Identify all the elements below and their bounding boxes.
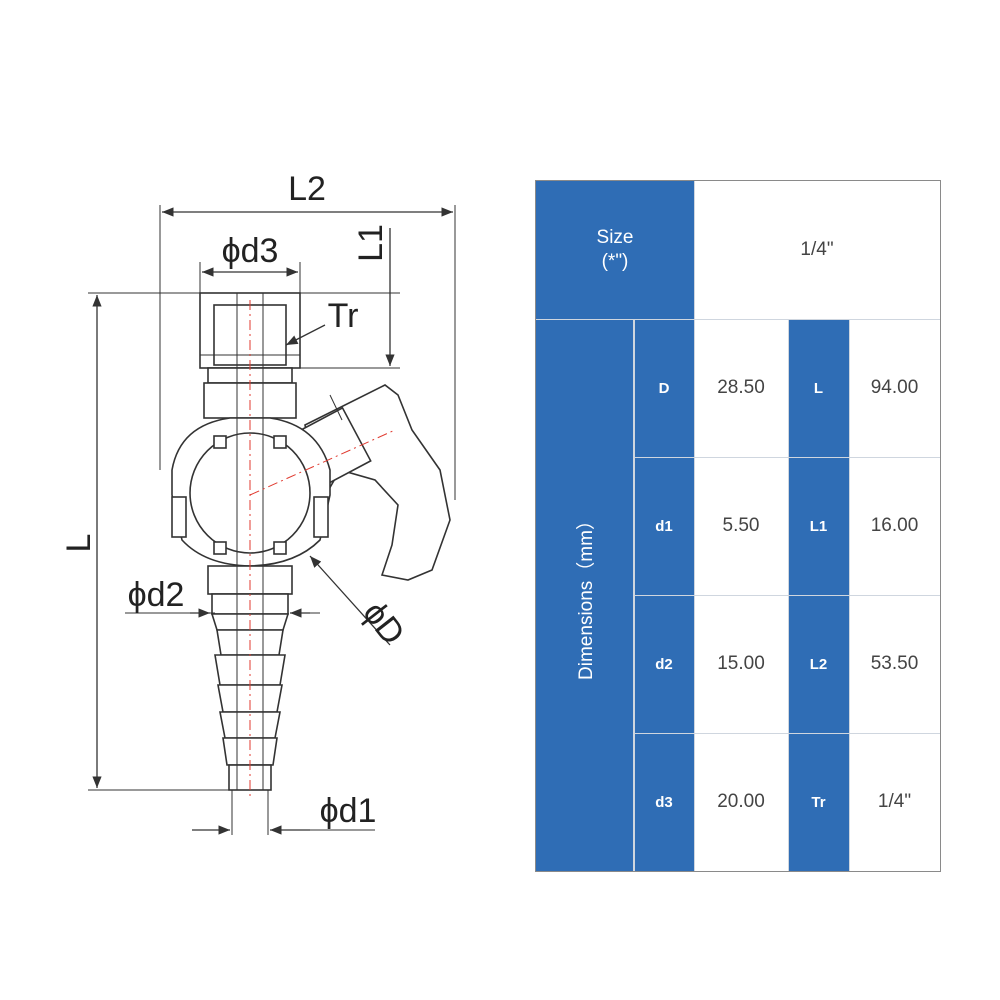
valve-body [171,292,451,791]
label-d1: ϕd1 [320,792,377,830]
row-2-key-2: L1 [788,457,849,595]
row-3-key-1: d2 [634,595,694,733]
center-axis [249,300,396,800]
row-4-value-1: 20.00 [694,733,788,871]
size-unit-label: (*") [601,251,629,272]
dimension-d2: ϕd2 [125,576,320,618]
label-d2: ϕd2 [128,576,185,614]
label-l: L [60,534,98,553]
label-d3: ϕd3 [222,232,279,270]
row-2-value-1: 5.50 [694,457,788,595]
label-d: ϕD [355,594,412,652]
dimension-tr: Tr [285,297,359,346]
label-l1: L1 [352,224,390,262]
size-label: Size [596,227,634,248]
table-divider [634,595,940,596]
row-4-key-2: Tr [788,733,849,871]
row-2-key-1: d1 [634,457,694,595]
label-tr: Tr [328,297,359,335]
dimension-l: L [60,292,232,791]
dimensions-label: Dimensions（mm） [576,511,598,680]
table-divider [694,181,695,871]
dimension-d3: ϕd3 [199,232,301,293]
row-1-key-1: D [634,319,694,457]
row-3-value-1: 15.00 [694,595,788,733]
table-divider [634,457,940,458]
size-value: 1/4" [694,181,940,319]
valve-technical-drawing: L2 ϕd3 L1 L [60,170,456,835]
dimension-l1: L1 [300,224,400,369]
table-divider [634,319,635,871]
table-divider [788,319,789,871]
row-4-value-2: 1/4" [849,733,940,871]
row-2-value-2: 16.00 [849,457,940,595]
table-divider [536,319,940,320]
row-4-key-1: d3 [634,733,694,871]
row-3-value-2: 53.50 [849,595,940,733]
row-3-key-2: L2 [788,595,849,733]
specification-table: Size (*") 1/4" Dimensions（mm） D 28.50 L … [535,180,941,872]
dimension-d1: ϕd1 [192,790,376,835]
row-1-key-2: L [788,319,849,457]
row-1-value-2: 94.00 [849,319,940,457]
row-1-value-1: 28.50 [694,319,788,457]
dimensions-header: Dimensions（mm） [536,319,634,871]
size-header: Size (*") [536,181,694,319]
table-divider [849,319,850,871]
label-l2: L2 [288,170,326,208]
table-divider [634,733,940,734]
dimension-l2: L2 [159,170,456,500]
